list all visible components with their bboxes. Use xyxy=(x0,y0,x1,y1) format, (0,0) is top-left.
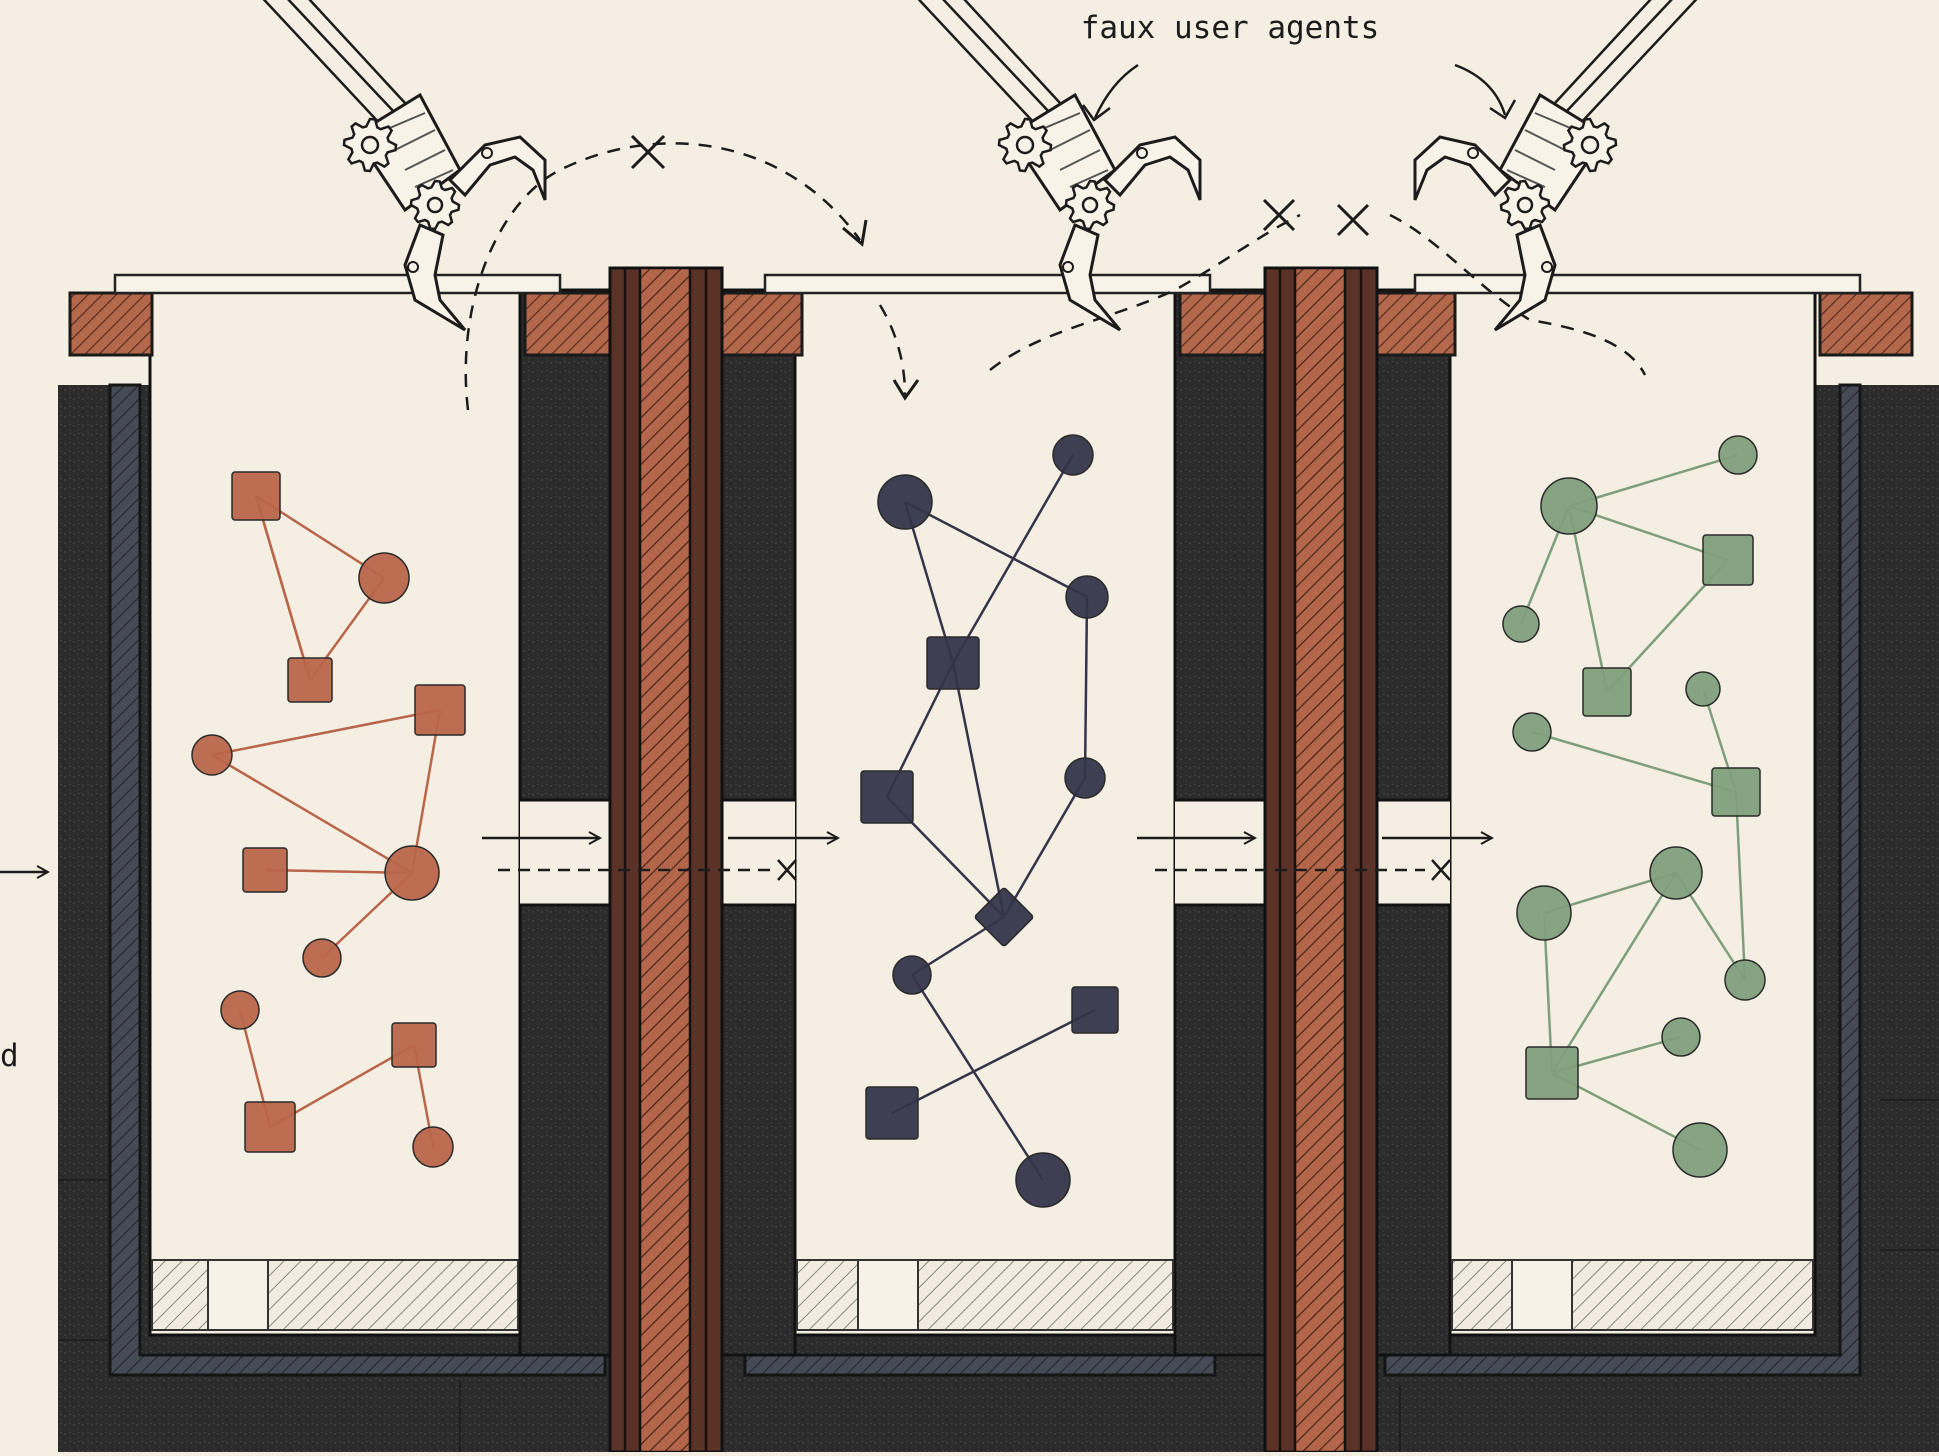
graph-edge xyxy=(910,974,1045,1181)
attempt-arrowhead-2 xyxy=(892,379,920,401)
floor-strips xyxy=(151,1259,1814,1331)
graph-node-circle xyxy=(1512,712,1552,752)
graph-edge xyxy=(1531,730,1737,794)
faux-user-agents-label: faux user agents xyxy=(1081,10,1380,46)
graph-node-square xyxy=(1711,767,1761,817)
graph-middle xyxy=(860,434,1119,1208)
compartment-middle xyxy=(793,288,1177,1337)
graph-node-circle xyxy=(877,474,933,530)
graph-node-circle xyxy=(1724,959,1766,1001)
graph-node-circle xyxy=(1064,757,1106,799)
graph-edge xyxy=(211,708,441,757)
graph-edge xyxy=(1567,505,1609,693)
graph-node-square xyxy=(926,636,980,690)
graph-node-circle xyxy=(1516,885,1572,941)
graph-node-square xyxy=(244,1101,296,1153)
graph-node-circle xyxy=(220,990,260,1030)
attempt-path-2 xyxy=(989,213,1301,371)
graph-node-square xyxy=(865,1086,919,1140)
blocked-x-2 xyxy=(1262,198,1296,232)
blocked-x-3 xyxy=(1336,203,1370,237)
wall-stubs xyxy=(518,288,1452,1357)
graph-node-circle xyxy=(1672,1122,1728,1178)
graph-edge xyxy=(211,753,413,875)
graph-node-circle xyxy=(1649,846,1703,900)
robot-arm-left xyxy=(262,0,547,332)
divider-pillar-2 xyxy=(1263,266,1379,1454)
graph-edge xyxy=(891,1008,1096,1115)
blocked-flow-x-1 xyxy=(777,859,797,881)
attempt-path-1b xyxy=(878,304,907,396)
graph-node-diamond xyxy=(974,887,1034,947)
robot-arm-right xyxy=(1413,0,1698,332)
copper-caps xyxy=(68,291,1914,357)
graph-node-square xyxy=(287,657,333,703)
graph-node-square xyxy=(1525,1046,1579,1100)
graph-edge xyxy=(904,500,1088,599)
graph-node-circle xyxy=(1540,477,1598,535)
graph-node-square xyxy=(242,847,288,893)
graph-left xyxy=(191,471,466,1168)
graph-node-circle xyxy=(1502,605,1540,643)
graph-node-circle xyxy=(358,552,410,604)
graph-edge xyxy=(951,662,1006,918)
graph-node-square xyxy=(391,1022,437,1068)
graph-node-circle xyxy=(1718,435,1758,475)
compartment-left xyxy=(148,288,522,1337)
robot-arms xyxy=(262,0,1698,332)
graph-node-circle xyxy=(302,938,342,978)
robot-arm-middle xyxy=(917,0,1202,332)
graph-node-square xyxy=(860,770,914,824)
graph-node-circle xyxy=(1015,1152,1071,1208)
graph-node-circle xyxy=(1052,434,1094,476)
graph-edge xyxy=(254,495,312,681)
left-edge-fragment: d xyxy=(0,1038,19,1074)
annotation-arrows xyxy=(1081,63,1517,122)
attempt-arrowhead-1 xyxy=(842,219,868,247)
graph-node-square xyxy=(1702,534,1754,586)
blocked-x-1 xyxy=(630,134,666,170)
graph-node-circle xyxy=(412,1126,454,1168)
graph-node-square xyxy=(1071,986,1119,1034)
graph-node-circle xyxy=(892,955,932,995)
graph-node-circle xyxy=(384,845,440,901)
graph-node-square xyxy=(231,471,281,521)
graph-edge xyxy=(1002,777,1087,918)
graph-edge xyxy=(903,501,955,664)
attempt-path-1 xyxy=(464,142,862,411)
graph-node-square xyxy=(1582,667,1632,717)
graph-edge xyxy=(1083,596,1089,779)
graph-node-square xyxy=(414,684,466,736)
lids xyxy=(113,273,1862,295)
blocked-flow-x-2 xyxy=(1431,859,1451,881)
graph-edge xyxy=(1550,872,1678,1074)
graph-node-circle xyxy=(1065,575,1109,619)
crossing-attempts xyxy=(464,142,1647,411)
flow-arrows xyxy=(0,838,1492,881)
graph-node-circle xyxy=(1685,671,1721,707)
divider-pillar-1 xyxy=(608,266,724,1454)
graph-node-circle xyxy=(1661,1017,1701,1057)
attempt-path-3 xyxy=(1389,213,1647,376)
crossing-markers xyxy=(630,134,1370,401)
graph-node-circle xyxy=(191,734,233,776)
graph-right xyxy=(1502,435,1766,1178)
graph-edge xyxy=(1568,453,1739,508)
graph-edge xyxy=(1734,791,1747,981)
graph-edge xyxy=(951,454,1075,664)
